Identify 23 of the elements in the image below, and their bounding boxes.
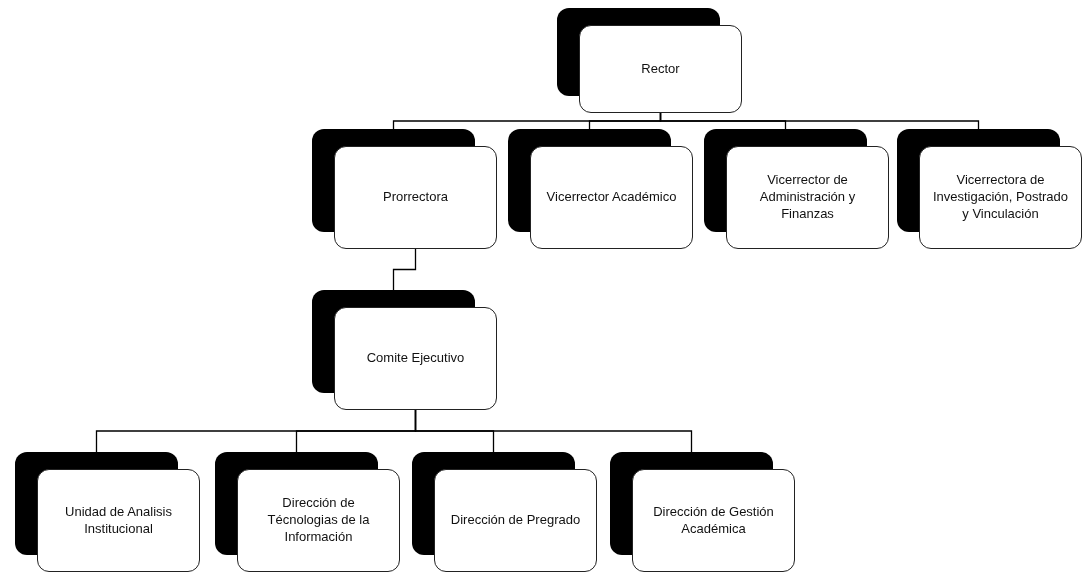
box-label: Comite Ejecutivo xyxy=(366,350,465,367)
org-box xyxy=(412,452,597,572)
connector-line xyxy=(392,248,417,291)
box-label: Dirección de Técnologias de la Información xyxy=(266,495,371,546)
org-box xyxy=(897,129,1082,249)
org-box xyxy=(15,452,200,572)
org-box xyxy=(557,8,742,113)
box-label: Unidad de Analisis Institucional xyxy=(64,503,173,538)
org-box xyxy=(704,129,889,249)
org-box xyxy=(610,452,795,572)
box-label: Rector xyxy=(641,60,680,78)
box-label: Vicerrectora de Investigación, Postrado y Vinculación xyxy=(931,172,1070,223)
org-box xyxy=(312,290,497,410)
box-label: Prorrectora xyxy=(383,189,448,206)
org-box xyxy=(508,129,693,249)
connector-line xyxy=(659,112,980,130)
org-box xyxy=(312,129,497,249)
connector-line xyxy=(414,409,693,453)
box-label: Dirección de Pregrado xyxy=(450,512,581,529)
box-label: Vicerrector Académico xyxy=(546,189,677,206)
box-label: Dirección de Gestión Académica xyxy=(652,503,775,538)
box-label: Vicerrector de Administración y Finanzas xyxy=(758,172,857,223)
org-box xyxy=(215,452,400,572)
